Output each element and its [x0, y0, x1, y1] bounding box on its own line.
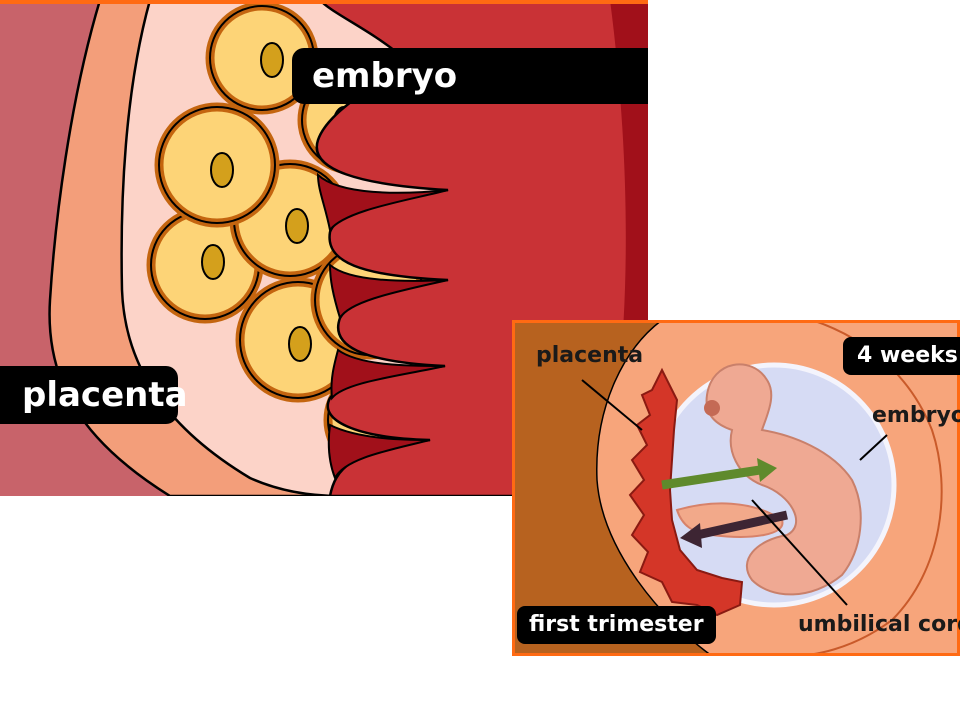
embryo-eye: [704, 400, 720, 416]
inset-placenta: [628, 367, 744, 617]
villus-shadow: [316, 172, 449, 233]
embryo-pointer: [859, 434, 888, 461]
inset-frame: [512, 320, 960, 656]
weeks-badge: 4 weeks: [843, 337, 960, 375]
trimester-badge: first trimester: [517, 606, 716, 644]
inset-embryo-label: embryo: [872, 403, 960, 428]
umbilical-cord-label: umbilical cord: [798, 612, 960, 637]
frame-top: [0, 0, 648, 4]
cell: [205, 1, 319, 115]
villus-shadow: [330, 348, 446, 401]
placenta-closeup-panel: embryo placenta: [0, 0, 648, 496]
embryo-label: embryo: [292, 48, 648, 104]
villus-shadow: [328, 262, 449, 321]
first-trimester-illustration: [512, 320, 960, 656]
first-trimester-inset: [512, 320, 960, 656]
waste-arrow: [680, 510, 788, 548]
villus-shadow: [327, 423, 431, 481]
nutrient-arrow: [661, 458, 777, 490]
inset-placenta-label: placenta: [536, 343, 644, 368]
placenta-label: placenta: [0, 366, 188, 424]
cell: [154, 102, 280, 228]
cord-pointer: [751, 499, 848, 606]
placenta-pointer: [581, 379, 643, 431]
